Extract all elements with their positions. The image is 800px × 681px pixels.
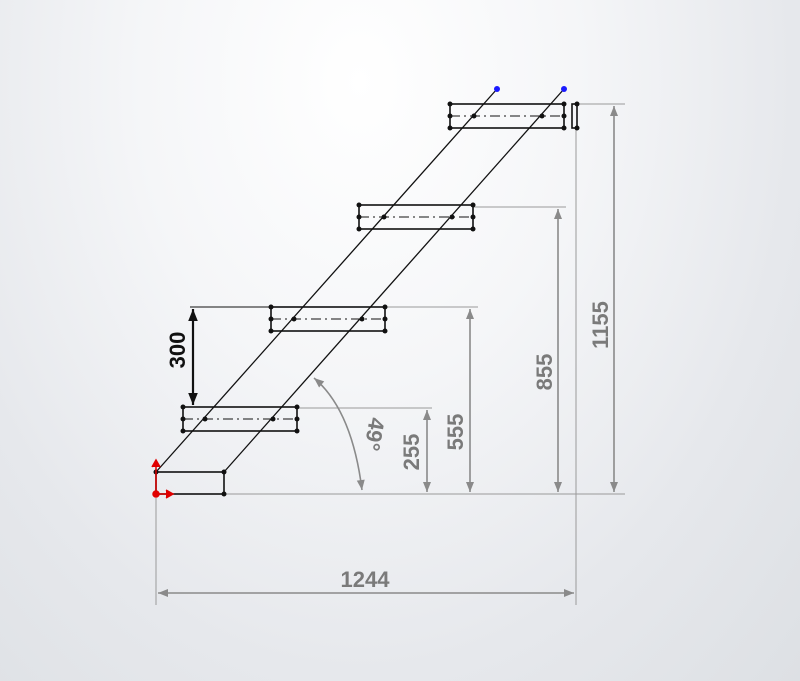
dim-1244-text[interactable]: 1244 [341, 567, 391, 592]
dim-255-text[interactable]: 255 [399, 434, 424, 471]
dim-1155-text[interactable]: 1155 [588, 301, 613, 349]
dim-555-text[interactable]: 555 [443, 414, 468, 451]
step-1 [182, 406, 298, 432]
riser-dimension[interactable] [188, 306, 271, 405]
riser-dim-text[interactable]: 300 [165, 332, 190, 369]
origin-icon [151, 458, 175, 499]
angle-text[interactable]: 49° [359, 416, 389, 453]
stringer-right [223, 88, 565, 473]
right-endpoint [561, 86, 567, 92]
dimension-lines[interactable] [158, 106, 618, 597]
sketch-points[interactable] [153, 101, 580, 497]
endpoint-markers[interactable] [494, 86, 567, 92]
dim-angle-arc [313, 377, 365, 491]
step-4 [449, 103, 578, 129]
stringer-left [155, 88, 498, 473]
stringers[interactable] [155, 88, 565, 473]
dim-855-text[interactable]: 855 [532, 354, 557, 391]
left-endpoint [494, 86, 500, 92]
